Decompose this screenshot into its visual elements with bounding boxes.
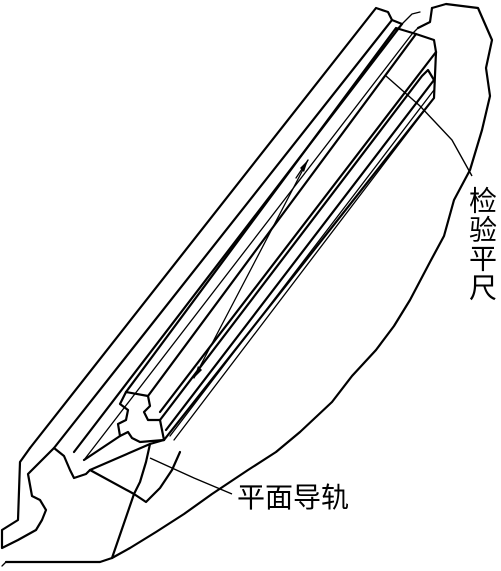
rail-broken-edge <box>110 2 494 560</box>
straightedge-flange-edge <box>158 50 438 414</box>
straightedge-web-4 <box>173 97 435 441</box>
straightedge-web-1 <box>158 68 436 422</box>
rail-outer-edge <box>28 6 394 450</box>
guideway-label: 平面导轨 <box>237 481 350 514</box>
guideway-flat-left <box>82 434 122 462</box>
straightedge-leader-line <box>385 75 473 177</box>
rail-ridge-top <box>52 18 404 450</box>
guideway-flat-front <box>88 438 166 472</box>
guideway-step-down <box>132 442 182 504</box>
straightedge-label: 检验平尺 <box>465 186 498 302</box>
rail-ridge-shadow <box>83 27 419 461</box>
guideway-right-wall <box>162 50 438 442</box>
rail-top-back-line-2 <box>395 11 421 31</box>
straightedge-end-section <box>116 390 166 444</box>
rail-ridge-inner <box>72 22 404 454</box>
rail-base-line <box>1 561 7 567</box>
straightedge-top-left <box>124 26 418 394</box>
movement-arrow-head-top-line <box>295 159 309 179</box>
rail-top-back-line <box>416 6 434 30</box>
movement-arrow-shaft <box>193 159 309 379</box>
movement-arrow-head-bottom <box>194 366 202 378</box>
straightedge-top-right <box>146 32 438 398</box>
rail-cross-section <box>0 446 136 564</box>
guideway-leader-line <box>149 457 233 495</box>
straightedge-web-3 <box>169 89 435 437</box>
straightedge-web-2 <box>164 78 436 432</box>
